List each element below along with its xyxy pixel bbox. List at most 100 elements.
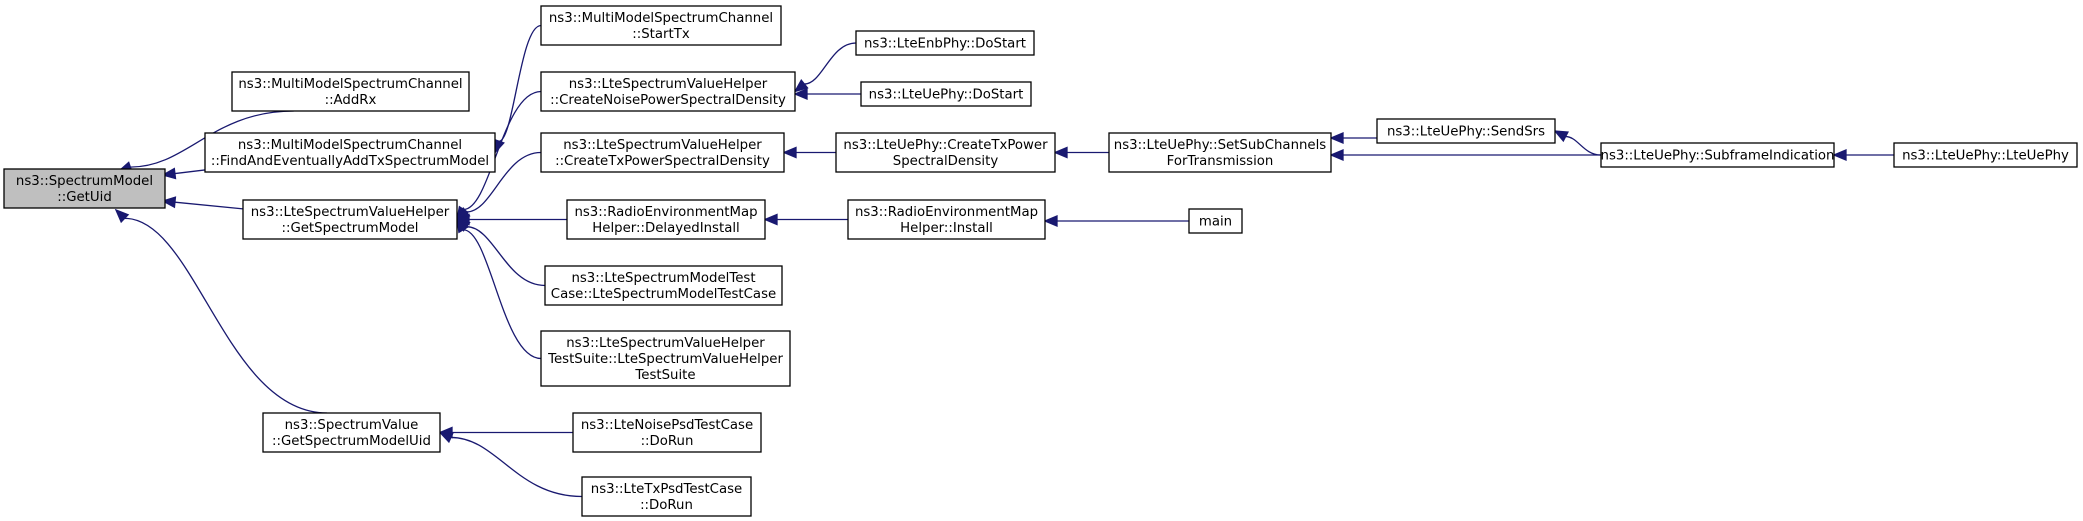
arrowhead-icon: [1832, 149, 1847, 161]
node-label: ns3::LteSpectrumValueHelper: [566, 336, 765, 351]
node-label: ns3::LteUePhy::CreateTxPower: [843, 138, 1048, 153]
node-label: ns3::LteSpectrumValueHelper: [251, 205, 450, 220]
node-createtxpsd[interactable]: ns3::LteSpectrumValueHelper::CreateTxPow…: [540, 132, 785, 173]
node-txpsd[interactable]: ns3::LteTxPsdTestCase::DoRun: [581, 476, 752, 517]
node-box: [540, 330, 791, 387]
edge-line: [1565, 135, 1602, 156]
node-label: TestSuite: [634, 368, 695, 383]
node-uedostart[interactable]: ns3::LteUePhy::DoStart: [860, 81, 1032, 107]
node-label: ns3::RadioEnvironmentMap: [574, 205, 757, 220]
node-ltuephy[interactable]: ns3::LteUePhy::LteUePhy: [1893, 142, 2078, 168]
node-main[interactable]: main: [1188, 208, 1243, 234]
edge-line: [450, 436, 583, 498]
node-box: [566, 199, 766, 240]
node-label: Case::LteSpectrumModelTestCase: [551, 287, 776, 302]
edge-line: [130, 110, 294, 168]
node-getspecmodeluid[interactable]: ns3::SpectrumValue::GetSpectrumModelUid: [262, 412, 441, 453]
node-box: [855, 30, 1035, 56]
node-box: [1108, 132, 1332, 173]
edge-ltuephy-to-subframe: [1832, 149, 1894, 161]
node-label: ns3::LteTxPsdTestCase: [591, 482, 742, 497]
edge-reminstall-to-remdelayed: [763, 213, 848, 226]
edge-line: [466, 151, 542, 213]
arrowhead-icon: [1053, 146, 1068, 159]
node-label: ns3::LteEnbPhy::DoStart: [864, 37, 1026, 52]
node-label: ns3::LteUePhy::SetSubChannels: [1114, 138, 1327, 153]
node-label: ::GetUid: [57, 190, 112, 205]
node-label: ns3::SpectrumModel: [16, 174, 153, 189]
edge-remdelayed-to-getspecmodel: [455, 213, 567, 226]
node-getspecmodel[interactable]: ns3::LteSpectrumValueHelper::GetSpectrum…: [242, 199, 458, 240]
edge-line: [174, 201, 244, 210]
node-label: TestSuite::LteSpectrumValueHelper: [547, 352, 783, 367]
edge-line: [463, 229, 542, 360]
node-subframe[interactable]: ns3::LteUePhy::SubframeIndication: [1600, 142, 1835, 168]
node-box: [262, 412, 441, 453]
edge-line: [466, 226, 546, 287]
edge-txpsd-to-getspecmodeluid: [438, 431, 583, 498]
node-label: ForTransmission: [1167, 154, 1274, 169]
arrowhead-icon: [782, 146, 797, 159]
node-box: [544, 265, 783, 306]
node-ltespecmodeltc[interactable]: ns3::LteSpectrumModelTestCase::LteSpectr…: [544, 265, 783, 306]
node-box: [204, 132, 496, 173]
node-label: ns3::RadioEnvironmentMap: [855, 205, 1038, 220]
node-ltespecvalts[interactable]: ns3::LteSpectrumValueHelperTestSuite::Lt…: [540, 330, 791, 387]
edge-line: [463, 90, 542, 211]
node-remdelayed[interactable]: ns3::RadioEnvironmentMapHelper::DelayedI…: [566, 199, 766, 240]
node-label: ::DoRun: [640, 498, 693, 513]
node-box: [242, 199, 458, 240]
node-label: SpectralDensity: [893, 154, 999, 169]
node-label: ::AddRx: [325, 93, 377, 108]
node-label: ns3::MultiModelSpectrumChannel: [549, 11, 773, 26]
node-sendsrs[interactable]: ns3::LteUePhy::SendSrs: [1376, 118, 1556, 144]
arrowhead-icon: [438, 431, 454, 444]
arrowhead-icon: [763, 213, 778, 226]
node-label: Helper::Install: [900, 221, 993, 236]
node-box: [540, 5, 782, 46]
node-box: [581, 476, 752, 517]
node-label: ns3::LteUePhy::LteUePhy: [1902, 149, 2069, 164]
node-label: ns3::LteUePhy::SendSrs: [1387, 125, 1545, 140]
node-uecreatetx[interactable]: ns3::LteUePhy::CreateTxPowerSpectralDens…: [835, 132, 1056, 173]
node-label: Helper::DelayedInstall: [592, 221, 739, 236]
node-label: ns3::MultiModelSpectrumChannel: [238, 138, 462, 153]
node-label: ::StartTx: [632, 27, 690, 42]
node-starttx[interactable]: ns3::MultiModelSpectrumChannel::StartTx: [540, 5, 782, 46]
edge-setsubch-to-uecreatetx: [1053, 146, 1109, 159]
node-box: [860, 81, 1032, 107]
arrowhead-icon: [793, 78, 809, 93]
edge-subframe-to-setsubch: [1329, 149, 1601, 161]
node-enbdostart[interactable]: ns3::LteEnbPhy::DoStart: [855, 30, 1035, 56]
node-findadd[interactable]: ns3::MultiModelSpectrumChannel::FindAndE…: [204, 132, 496, 173]
arrowhead-icon: [161, 196, 177, 209]
arrowhead-icon: [1329, 132, 1344, 144]
arrowhead-icon: [161, 167, 177, 180]
edge-findadd-to-getuid: [161, 167, 206, 180]
node-label: ::GetSpectrumModel: [281, 221, 418, 236]
edge-noisepsd-to-getspecmodeluid: [438, 426, 573, 439]
node-noisepsd[interactable]: ns3::LteNoisePsdTestCase::DoRun: [572, 412, 762, 453]
arrowhead-icon: [1553, 130, 1569, 143]
edge-line: [174, 169, 206, 175]
edge-uedostart-to-createnoise: [793, 88, 861, 100]
node-createnoise[interactable]: ns3::LteSpectrumValueHelper::CreateNoise…: [540, 71, 796, 112]
edge-line: [804, 42, 857, 85]
node-label: ns3::LteUePhy::DoStart: [869, 88, 1024, 103]
arrowhead-icon: [114, 208, 130, 224]
node-box: [1188, 208, 1243, 234]
node-addrx[interactable]: ns3::MultiModelSpectrumChannel::AddRx: [231, 71, 470, 112]
arrowhead-icon: [1329, 149, 1344, 161]
edge-subframe-to-sendsrs: [1553, 130, 1602, 156]
node-getuid[interactable]: ns3::SpectrumModel::GetUid: [3, 168, 166, 209]
edge-ltespecmodeltc-to-getspecmodel: [455, 218, 546, 287]
node-setsubch[interactable]: ns3::LteUePhy::SetSubChannelsForTransmis…: [1108, 132, 1332, 173]
node-box: [540, 132, 785, 173]
node-box: [572, 412, 762, 453]
node-label: ::DoRun: [641, 434, 694, 449]
node-box: [847, 199, 1046, 240]
node-label: ns3::MultiModelSpectrumChannel: [238, 77, 462, 92]
edge-uecreatetx-to-createtxpsd: [782, 146, 836, 159]
